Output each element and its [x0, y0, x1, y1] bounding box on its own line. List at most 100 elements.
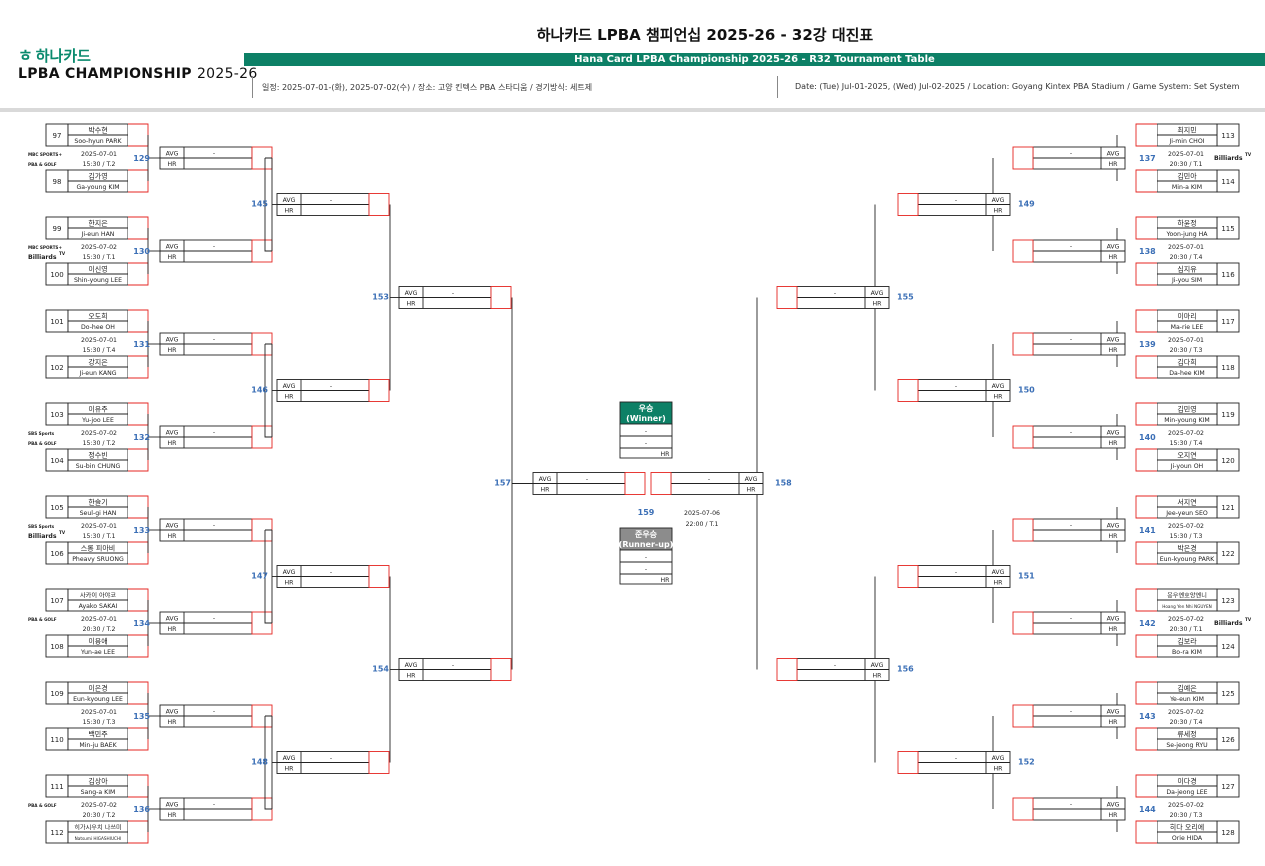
seed-number: 123	[1221, 597, 1234, 605]
hr-label: HR	[168, 533, 178, 540]
match-time: 15:30 / T.4	[83, 347, 116, 354]
logo-year: 2025-26	[196, 66, 258, 82]
championship-logo: LPBA CHAMPIONSHIP 2025-26	[18, 66, 258, 82]
page-title: 하나카드 LPBA 챔피언십 2025-26 - 32강 대진표	[536, 26, 874, 44]
player-name-en: Ji-eun KANG	[79, 370, 117, 377]
avg-label: AVG	[1107, 244, 1120, 251]
player-name-ko: 이은경	[88, 684, 107, 693]
avg-label: AVG	[283, 755, 296, 762]
seed-bracket	[128, 169, 149, 193]
seed-bracket	[1135, 309, 1157, 333]
player-name-ko: 한슬기	[88, 498, 107, 507]
hr-label: HR	[994, 208, 1004, 215]
seed-number: 116	[1221, 271, 1235, 279]
avg-value: -	[213, 709, 215, 716]
seed-number: 118	[1221, 364, 1234, 372]
final-match-number: 159	[638, 508, 655, 517]
match-number: 151	[1018, 572, 1035, 581]
match-number: 132	[133, 433, 150, 442]
hr-label: HR	[873, 673, 883, 680]
seed-bracket	[128, 541, 149, 565]
avg-label: AVG	[166, 802, 179, 809]
player-name-en: Bo-ra KIM	[1172, 649, 1202, 656]
avg-value: -	[955, 755, 957, 762]
hr-label: HR	[747, 487, 757, 494]
match-number: 138	[1139, 247, 1156, 256]
hr-label: HR	[873, 301, 883, 308]
match-number: 143	[1139, 712, 1156, 721]
player-name-ko: 이마리	[1177, 312, 1196, 321]
match-date: 2025-07-02	[81, 244, 117, 251]
seed-number: 104	[50, 457, 64, 465]
seed-bracket	[128, 123, 149, 147]
pba-golf-icon: PBA & GOLF	[28, 803, 57, 808]
match-number: 149	[1018, 200, 1035, 209]
player-name-en: Da-jeong LEE	[1166, 789, 1207, 796]
runner-up-sub: (Runner-up)	[619, 540, 674, 549]
seed-number: 107	[50, 597, 63, 605]
score-box	[490, 286, 512, 309]
billiards-tv-icon: Billiards	[28, 254, 57, 261]
mbc-sports-icon: MBC SPORTS+	[28, 245, 62, 250]
avg-value: -	[213, 430, 215, 437]
hana-logo-icon: ㅎ	[18, 46, 33, 65]
match-date: 2025-07-01	[1168, 151, 1204, 158]
player-name-ko: 하윤정	[1177, 219, 1196, 228]
player-name-ko: 스롱 피아비	[81, 544, 115, 553]
player-name-ko: 히가시우치 나쓰미	[74, 824, 122, 832]
avg-value: -	[213, 151, 215, 158]
seed-bracket	[128, 588, 149, 612]
avg-value: -	[1070, 430, 1072, 437]
avg-label: AVG	[1107, 616, 1120, 623]
seed-number: 101	[50, 318, 63, 326]
score-box	[776, 286, 798, 309]
avg-label: AVG	[992, 197, 1005, 204]
seed-bracket	[128, 634, 149, 658]
player-name-ko: 김민영	[1177, 405, 1196, 414]
avg-value: -	[213, 616, 215, 623]
seed-bracket	[128, 216, 149, 240]
player-name-ko: 히다 오리에	[1170, 823, 1204, 832]
player-name-en: Jee-yeun SEO	[1165, 510, 1208, 517]
avg-label: AVG	[166, 616, 179, 623]
match-time: 20:30 / T.2	[83, 812, 116, 819]
player-name-ko: 오도희	[88, 312, 107, 321]
match-number: 141	[1139, 526, 1156, 535]
match-date: 2025-07-01	[81, 337, 117, 344]
hr-label: HR	[168, 812, 178, 819]
avg-value: -	[955, 383, 957, 390]
player-name-ko: 한지은	[88, 219, 108, 228]
match-number: 157	[494, 479, 511, 488]
runner-up-avg: -	[645, 566, 647, 573]
billiards-tv-icon: Billiards	[1214, 620, 1243, 627]
avg-label: AVG	[871, 662, 884, 669]
seed-number: 99	[53, 225, 62, 233]
avg-value: -	[330, 755, 332, 762]
hr-label: HR	[168, 254, 178, 261]
score-box	[1012, 518, 1034, 542]
player-name-ko: 김보라	[1177, 637, 1197, 646]
hr-label: HR	[994, 766, 1004, 773]
winner-name: -	[645, 428, 647, 435]
avg-value: -	[1070, 244, 1072, 251]
match-number: 145	[251, 200, 268, 209]
seed-number: 105	[50, 504, 63, 512]
player-name-ko: 김상아	[88, 777, 108, 786]
match-number: 147	[251, 572, 268, 581]
billiards-tv-icon: Billiards	[1214, 155, 1243, 162]
match-date: 2025-07-01	[1168, 337, 1204, 344]
player-name-ko: 최지민	[1177, 126, 1196, 135]
player-name-ko: 이용애	[88, 637, 107, 646]
sbs-sports-icon: SBS Sports	[28, 431, 55, 436]
mbc-sports-icon: MBC SPORTS+	[28, 152, 62, 157]
player-name-ko: 박수현	[88, 126, 107, 135]
score-box	[368, 565, 390, 588]
score-box	[897, 565, 919, 588]
match-time: 20:30 / T.3	[1170, 812, 1203, 819]
hr-label: HR	[1109, 719, 1119, 726]
winner-label: 우승	[639, 403, 654, 413]
match-time: 15:30 / T.4	[1170, 440, 1203, 447]
match-time: 15:30 / T.3	[83, 719, 116, 726]
match-time: 20:30 / T.2	[83, 626, 116, 633]
